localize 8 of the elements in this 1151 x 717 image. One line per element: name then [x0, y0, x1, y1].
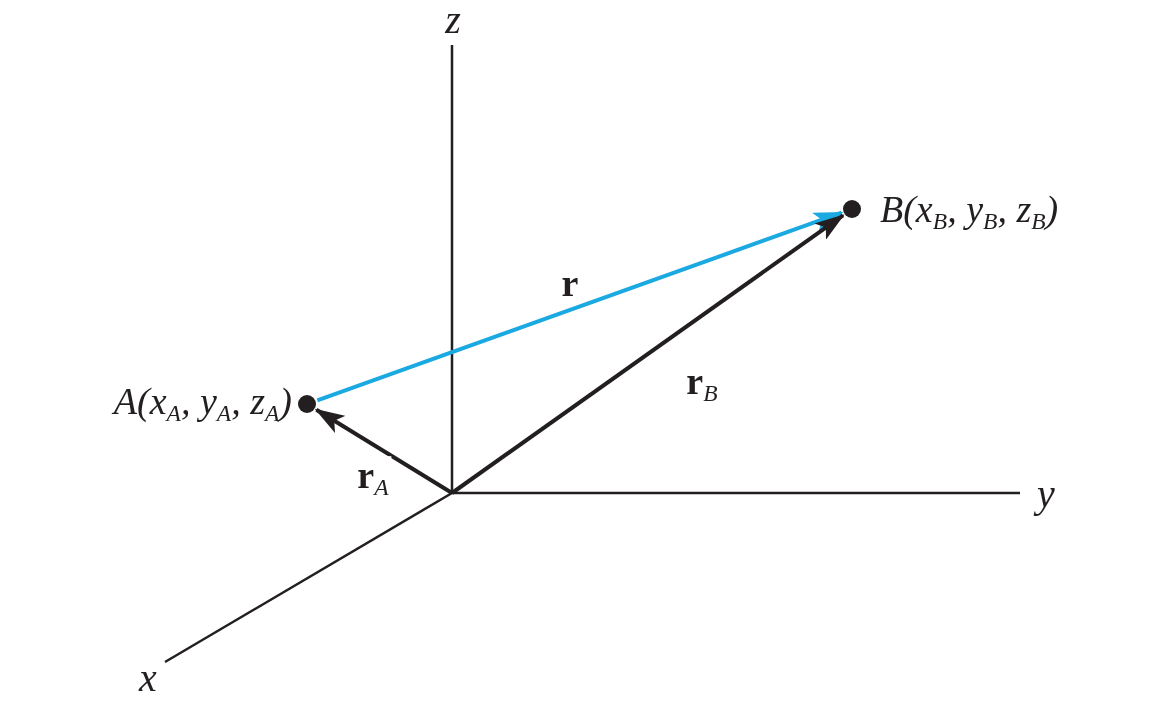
axis-label: z: [445, 0, 461, 40]
point-label: A(x$_{A}$, y$_{A}$, z$_{A}$): [113, 382, 292, 426]
arrow: [316, 210, 844, 403]
axis-label: x: [139, 658, 157, 698]
point-dot: [298, 395, 316, 413]
point-dot: [843, 200, 861, 218]
arrow: [450, 213, 845, 495]
point-label: B(x$_{B}$, y$_{B}$, z$_{B}$): [880, 190, 1059, 234]
